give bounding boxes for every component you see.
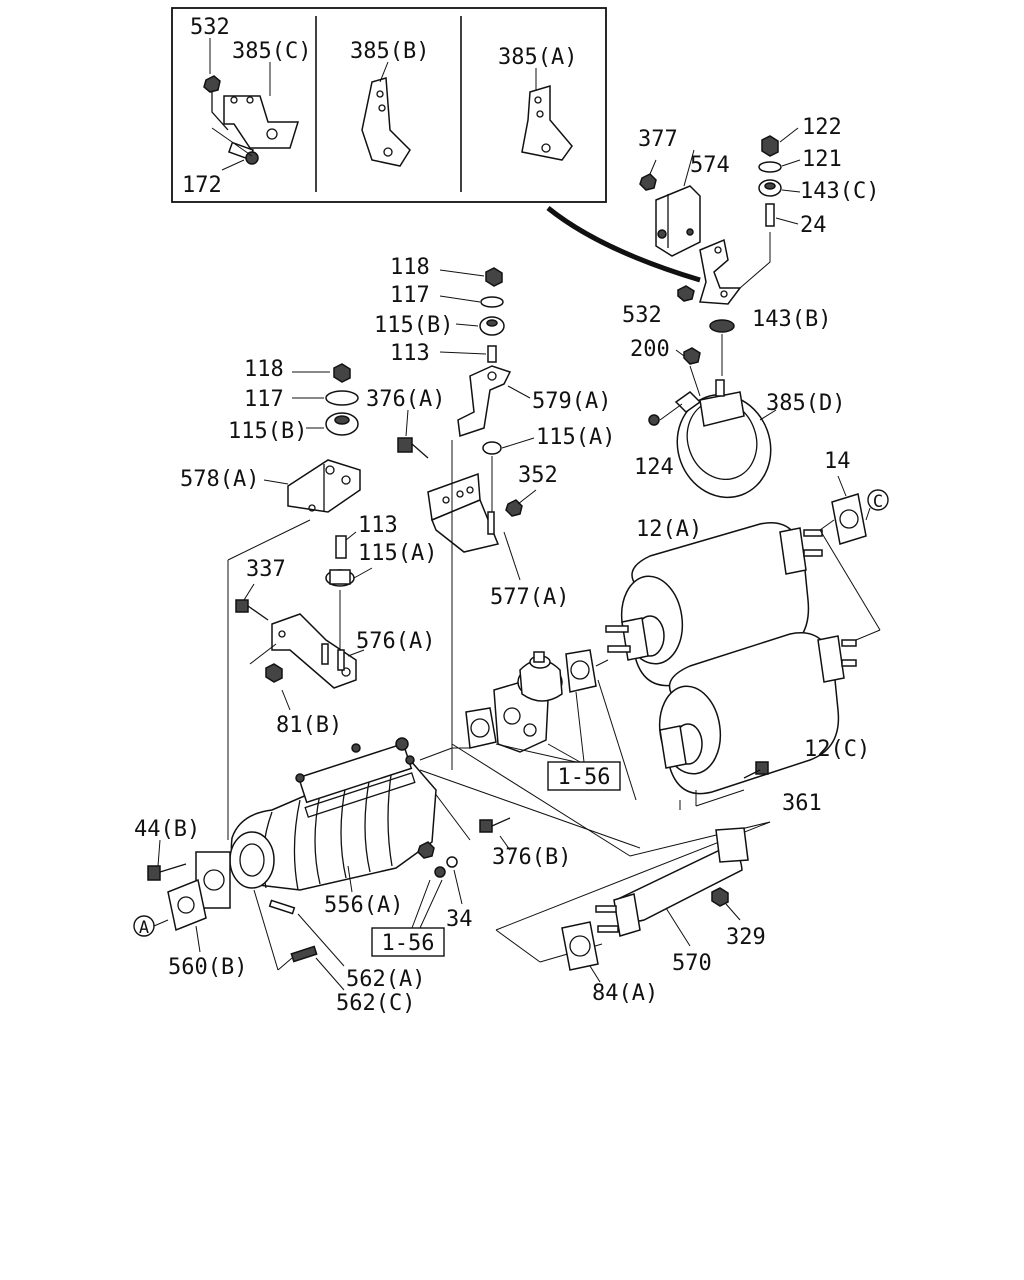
label-115b-upper: 115(B): [374, 313, 453, 338]
label-560b: 560(B): [168, 955, 247, 980]
gasket-14-part: [819, 475, 871, 545]
reference-marker-a: A: [133, 915, 169, 938]
label-12c: 12(C): [804, 737, 870, 762]
label-143c: 143(C): [800, 179, 879, 204]
label-115a-lower: 115(A): [358, 541, 437, 566]
label-562a: 562(A): [346, 967, 425, 992]
bracket-576a-part: [235, 583, 365, 711]
mount-stack-right: [758, 127, 801, 227]
mount-stack-center: [439, 267, 505, 363]
label-577a: 577(A): [490, 585, 569, 610]
label-14: 14: [824, 449, 851, 474]
ref-box-1-56-upper: 1-56: [547, 761, 621, 791]
bracket-inset-panel: [171, 7, 607, 203]
bracket-385b-part: [361, 77, 411, 167]
label-579a: 579(A): [532, 389, 611, 414]
label-329: 329: [726, 925, 766, 950]
hanger-574-assembly: [639, 149, 771, 305]
label-570: 570: [672, 951, 712, 976]
label-574: 574: [690, 153, 730, 178]
label-385c: 385(C): [232, 39, 311, 64]
label-532-mid: 532: [622, 303, 662, 328]
label-361: 361: [782, 791, 822, 816]
label-122: 122: [802, 115, 842, 140]
label-385b: 385(B): [350, 39, 429, 64]
label-118-lower: 118: [244, 357, 284, 382]
label-376a: 376(A): [366, 387, 445, 412]
label-24: 24: [800, 213, 827, 238]
svg-text:C: C: [873, 492, 883, 512]
part-number-labels: 532 385(C) 385(B) 385(A) 172 377 574 122…: [134, 15, 879, 1016]
mount-stack-left: [292, 363, 359, 436]
label-113-upper: 113: [390, 341, 430, 366]
label-576a: 576(A): [356, 629, 435, 654]
svg-text:A: A: [139, 918, 149, 938]
label-532: 532: [190, 15, 230, 40]
pipe-570-part: [595, 827, 749, 947]
label-143b: 143(B): [752, 307, 831, 332]
svg-text:1-56: 1-56: [558, 765, 611, 790]
label-377: 377: [638, 127, 678, 152]
exhaust-valve-part: [452, 649, 609, 763]
inset-leader-curve: [546, 206, 701, 283]
label-34: 34: [446, 907, 473, 932]
label-12a: 12(A): [636, 517, 702, 542]
label-81b: 81(B): [276, 713, 342, 738]
label-385d: 385(D): [766, 391, 845, 416]
clamp-385d-part: [648, 319, 777, 499]
label-578a: 578(A): [180, 467, 259, 492]
reference-marker-c: C: [867, 489, 889, 512]
gasket-84a-part: [561, 921, 601, 983]
label-385a: 385(A): [498, 45, 577, 70]
label-200: 200: [630, 337, 670, 362]
label-117-lower: 117: [244, 387, 284, 412]
bracket-579a-part: [457, 365, 535, 520]
label-337: 337: [246, 557, 286, 582]
bracket-385c-part: [203, 75, 300, 165]
label-115b-lower: 115(B): [228, 419, 307, 444]
label-172: 172: [182, 173, 222, 198]
ref-box-1-56-lower: 1-56: [371, 927, 445, 957]
label-117-upper: 117: [390, 283, 430, 308]
label-376b: 376(B): [492, 845, 571, 870]
label-118-upper: 118: [390, 255, 430, 280]
bracket-578a-part: [263, 459, 373, 650]
label-44b: 44(B): [134, 817, 200, 842]
svg-text:1-56: 1-56: [382, 931, 435, 956]
dpf-hardware: [147, 817, 511, 991]
label-124: 124: [634, 455, 674, 480]
label-84a: 84(A): [592, 981, 658, 1006]
label-562c: 562(C): [336, 991, 415, 1016]
bracket-577a-part: [397, 409, 537, 581]
label-115a-upper: 115(A): [536, 425, 615, 450]
label-352: 352: [518, 463, 558, 488]
bracket-385a-part: [521, 84, 573, 161]
label-121: 121: [802, 147, 842, 172]
label-556a: 556(A): [324, 893, 403, 918]
dpf-556a-part: [195, 737, 437, 909]
muffler-12c-part: [658, 529, 881, 807]
label-113-lower: 113: [358, 513, 398, 538]
